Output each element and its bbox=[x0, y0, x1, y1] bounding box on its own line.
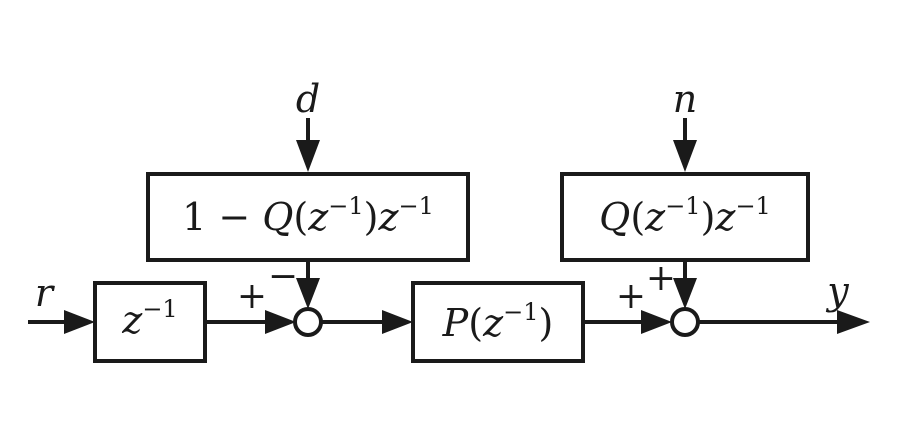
plant-block-label: P(z−1) bbox=[442, 298, 554, 345]
arrowhead-into-sum2-top bbox=[673, 278, 697, 309]
signal-label-n: n bbox=[673, 77, 697, 121]
noise-filter-block bbox=[560, 172, 810, 262]
arrowhead-into-sum1-left bbox=[265, 310, 296, 334]
plant-block bbox=[411, 281, 585, 363]
arrowhead-into-feedforward bbox=[296, 140, 320, 172]
feedforward-block bbox=[146, 172, 470, 262]
summing-junction-2 bbox=[670, 307, 700, 337]
arrowhead-into-sum2-left bbox=[641, 310, 672, 334]
signal-label-y: y bbox=[825, 269, 849, 313]
summing-junction-1 bbox=[293, 307, 323, 337]
arrowhead-into-noise-filter bbox=[673, 140, 697, 172]
arrowhead-output-y bbox=[837, 310, 870, 334]
sum2-left-sign: + bbox=[616, 276, 646, 317]
delay-block bbox=[93, 281, 207, 363]
sum1-left-sign: + bbox=[237, 276, 267, 317]
arrowhead-into-sum1-top bbox=[296, 278, 320, 309]
arrowhead-into-plant bbox=[382, 310, 413, 334]
signal-label-d: d bbox=[296, 77, 320, 121]
feedforward-block-label: 1 − Q(z−1)z−1 bbox=[182, 192, 434, 239]
sum2-top-sign: + bbox=[646, 258, 676, 299]
delay-block-label: z−1 bbox=[121, 295, 177, 342]
sum1-top-sign: − bbox=[268, 256, 298, 297]
noise-filter-block-label: Q(z−1)z−1 bbox=[599, 192, 771, 239]
signal-label-r: r bbox=[35, 271, 56, 315]
arrowhead-into-delay bbox=[64, 310, 95, 334]
